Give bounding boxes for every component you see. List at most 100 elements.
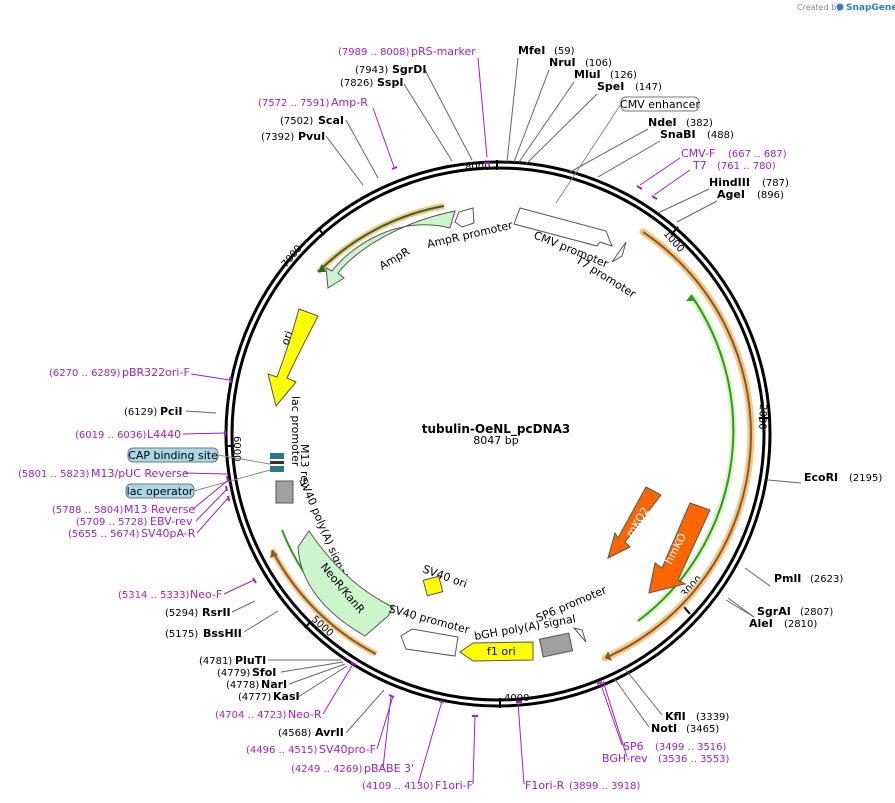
enzyme-name-hindiii[interactable]: HindIII (709, 176, 750, 189)
enzyme-name-sgrai[interactable]: SgrAI (757, 605, 791, 618)
primer-name-cmv-f[interactable]: CMV-F (681, 147, 715, 160)
t7-promoter-arrow[interactable] (611, 241, 627, 263)
m13-rev-label: M13 rev (298, 444, 311, 489)
primer-pos-t7: (761 .. 780) (717, 161, 776, 172)
primer-name-bgh-rev[interactable]: BGH-rev (602, 752, 648, 765)
enzyme-name-sgrdi[interactable]: SgrDI (392, 63, 426, 76)
primer-name-m13-reverse[interactable]: M13 Reverse (124, 503, 195, 516)
enzyme-pos-mfei: (59) (554, 46, 575, 57)
plasmid-name: tubulin-OeNL_pcDNA3 (422, 422, 571, 437)
enzyme-name-mlui[interactable]: MluI (574, 68, 601, 81)
neo-arrow[interactable] (297, 530, 394, 637)
neo-orf-outer-arc (271, 549, 377, 655)
ampr-label: AmpR (377, 245, 412, 273)
sv40-polya-signal-box[interactable] (275, 480, 294, 504)
primer-pos-f1ori-r: (3899 .. 3918) (569, 781, 641, 792)
enzyme-pos-pcii: (6129) (124, 407, 157, 418)
lac-promoter-label: lac promoter (289, 396, 302, 467)
primer-pos-prs-marker: (7989 .. 8008) (338, 47, 410, 58)
enzyme-pos-nari: (4778) (226, 680, 259, 691)
enzyme-name-pmli[interactable]: PmlI (774, 572, 801, 585)
primer-pos-ebv-rev: (5709 .. 5728) (76, 517, 148, 528)
f1-ori-label: f1 ori (487, 645, 516, 658)
ampr-promoter-arrow[interactable] (454, 207, 475, 228)
enzyme-pos-ndei: (382) (686, 118, 713, 129)
primer-name-pbabe3[interactable]: pBABE 3' (364, 762, 414, 775)
ampr-arrow[interactable] (325, 210, 456, 289)
f1-ori-arrow[interactable] (459, 641, 534, 662)
enzyme-pos-ecori: (2195) (849, 473, 882, 484)
primer-name-sp6[interactable]: SP6 (623, 740, 644, 753)
primer-name-f1ori-f[interactable]: F1ori-F (435, 779, 473, 792)
primer-name-pbr322ori-f[interactable]: pBR322ori-F (122, 366, 190, 379)
enzyme-name-pcii[interactable]: PciI (160, 405, 182, 418)
enzyme-name-rsrii[interactable]: RsrII (202, 606, 231, 619)
enzyme-pos-scai: (7502) (280, 116, 313, 127)
sp6-promoter-arrow[interactable] (572, 627, 587, 643)
neo-orf-outer-arrowhead (270, 550, 278, 558)
tick-label-2000: 2000 (756, 404, 768, 430)
enzyme-pos-hindiii: (787) (762, 178, 789, 189)
enzyme-pos-mlui: (126) (610, 70, 637, 81)
enzyme-name-pluti[interactable]: PluTI (235, 654, 266, 667)
primer-name-amp-r[interactable]: Amp-R (331, 96, 368, 109)
enzyme-name-noti[interactable]: NotI (651, 722, 677, 735)
primer-pos-sv40pa-r: (5655 .. 5674) (68, 529, 140, 540)
enzyme-name-alei[interactable]: AleI (749, 617, 773, 630)
primer-name-f1ori-r[interactable]: F1ori-R (525, 779, 565, 792)
primer-name-ebv-rev[interactable]: EBV-rev (150, 515, 193, 528)
hmko-arrow[interactable] (648, 502, 711, 594)
orf-inner-arrowhead (686, 295, 695, 301)
enzyme-name-nrui[interactable]: NruI (549, 56, 576, 69)
enzyme-pos-kfli: (3339) (696, 712, 729, 723)
enzyme-name-kfli[interactable]: KflI (665, 710, 686, 723)
enzyme-name-ndei[interactable]: NdeI (648, 116, 677, 129)
primer-name-neo-f[interactable]: Neo-F (190, 588, 222, 601)
sv40-promoter-label: SV40 promoter (387, 602, 471, 636)
snapgene-logo-icon (836, 3, 844, 11)
lac-operator-leader (193, 469, 271, 492)
primer-pos-f1ori-f: (4109 .. 4130) (362, 781, 434, 792)
cmv-promoter-arrow[interactable] (513, 207, 613, 247)
primer-name-sv40pa-r[interactable]: SV40pA-R (141, 527, 196, 540)
primer-name-l4440[interactable]: L4440 (147, 428, 181, 441)
primer-pos-m13-reverse: (5788 .. 5804) (52, 505, 124, 516)
enzyme-name-bsshii[interactable]: BssHII (203, 627, 242, 640)
primer-name-neo-r[interactable]: Neo-R (288, 708, 322, 721)
enzyme-name-ecori[interactable]: EcoRI (804, 471, 838, 484)
primer-pos-amp-r: (7572 .. 7591) (258, 98, 330, 109)
enzyme-name-avrii[interactable]: AvrII (315, 726, 344, 739)
enzyme-name-scai[interactable]: ScaI (318, 114, 344, 127)
primer-name-sv40pro-f[interactable]: SV40pro-F (319, 743, 376, 756)
enzyme-pos-sfoi: (4779) (217, 668, 250, 679)
ori-arrow[interactable] (267, 308, 319, 408)
enzyme-name-agei[interactable]: AgeI (717, 188, 745, 201)
lac-operator-label: lac operator (127, 485, 194, 498)
primer-site-marks (224, 162, 658, 717)
enzyme-name-mfei[interactable]: MfeI (518, 44, 545, 57)
bgh-polya-signal-box[interactable] (538, 632, 574, 658)
sv40-ori-box[interactable] (422, 575, 444, 597)
enzyme-name-spei[interactable]: SpeI (597, 80, 624, 93)
enzyme-name-sspi[interactable]: SspI (377, 76, 403, 89)
mko2-arrow[interactable] (607, 486, 662, 559)
sv40-promoter-arrow[interactable] (400, 628, 459, 657)
enzyme-name-kasi[interactable]: KasI (273, 690, 300, 703)
enzyme-pos-alei: (2810) (784, 619, 817, 630)
enzyme-name-sfoi[interactable]: SfoI (252, 666, 276, 679)
cap-binding-site-mark[interactable] (270, 453, 284, 459)
enzyme-name-pvui[interactable]: PvuI (298, 130, 325, 143)
lac-operator-mark[interactable] (270, 466, 284, 472)
lac-promoter-mark[interactable] (270, 461, 284, 464)
enzyme-pos-kasi: (4777) (238, 692, 271, 703)
tick-label-8000: 8000 (465, 162, 490, 173)
enzyme-leader-lines (185, 57, 802, 734)
enzyme-name-nari[interactable]: NarI (261, 678, 287, 691)
primer-name-t7[interactable]: T7 (692, 159, 707, 172)
primer-name-prs-marker[interactable]: pRS-marker (411, 45, 476, 58)
enzyme-pos-agei: (896) (757, 190, 784, 201)
primer-name-m13-puc-reverse[interactable]: M13/pUC Reverse (91, 467, 189, 480)
enzyme-name-snabi[interactable]: SnaBI (660, 128, 696, 141)
primer-leader-lines (182, 57, 691, 785)
